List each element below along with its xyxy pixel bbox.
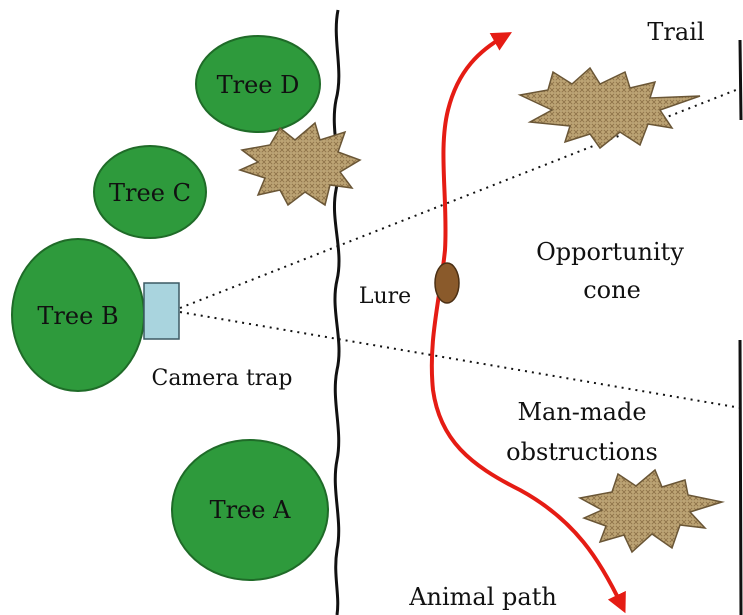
- man-made-label-line2: obstructions: [506, 438, 658, 466]
- obstruction-upper-left: [240, 123, 360, 205]
- trail-edge-right: [740, 40, 741, 615]
- cone-edge-lower: [180, 312, 741, 408]
- trail-label: Trail: [647, 18, 704, 46]
- tree-a-label: Tree A: [210, 496, 292, 524]
- camera-trap-box: [144, 283, 179, 339]
- man-made-label-line1: Man-made: [517, 398, 646, 426]
- tree-b-label: Tree B: [37, 302, 118, 330]
- obstruction-lower-right: [580, 470, 722, 552]
- obstruction-upper-right: [520, 68, 700, 148]
- lure-marker: [435, 263, 459, 303]
- opportunity-cone-label-line1: Opportunity: [536, 238, 684, 266]
- lure-label: Lure: [359, 284, 411, 309]
- trail-edge-left: [334, 10, 339, 615]
- camera-trap-label: Camera trap: [151, 366, 292, 391]
- tree-d-label: Tree D: [217, 71, 300, 99]
- opportunity-cone-label-line2: cone: [583, 276, 641, 304]
- animal-path-label: Animal path: [408, 583, 557, 611]
- tree-c-label: Tree C: [109, 179, 191, 207]
